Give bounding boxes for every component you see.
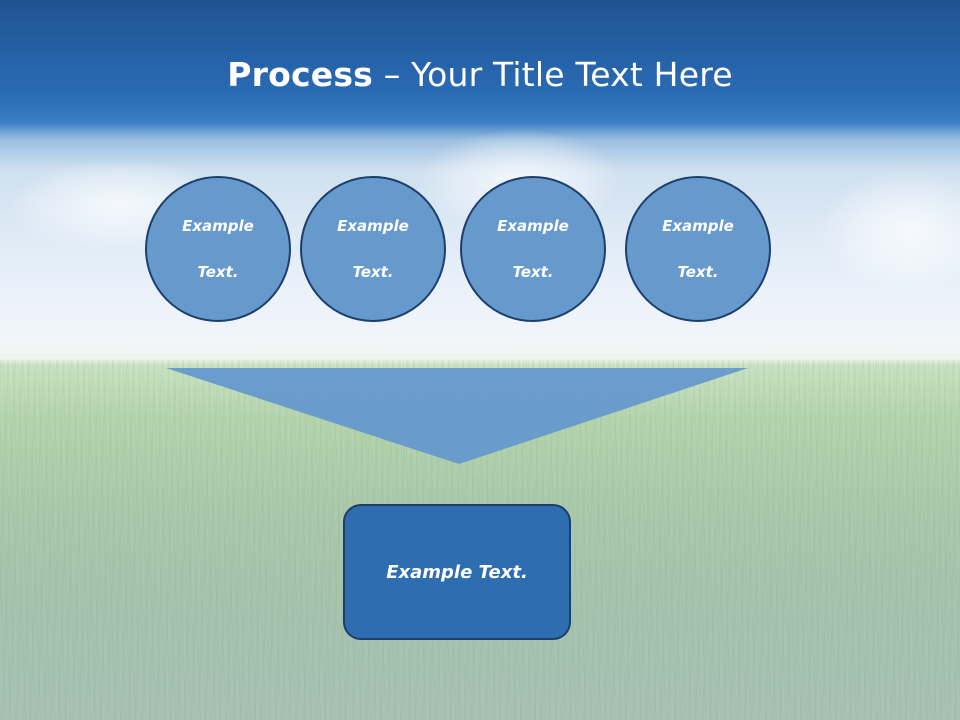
circle-2-line1: Example xyxy=(337,216,409,235)
result-box: Example Text. xyxy=(343,504,571,640)
title-bold: Process xyxy=(227,55,374,94)
circle-1-line2: Text. xyxy=(197,262,239,281)
cloud-right xyxy=(820,170,960,290)
result-box-label: Example Text. xyxy=(386,561,528,583)
circle-1-line1: Example xyxy=(182,216,254,235)
circle-4-line2: Text. xyxy=(677,262,719,281)
circle-3-line2: Text. xyxy=(512,262,554,281)
circle-2-line2: Text. xyxy=(352,262,394,281)
circle-4-line1: Example xyxy=(662,216,734,235)
circle-3-line1: Example xyxy=(497,216,569,235)
title-rest: – Your Title Text Here xyxy=(373,55,733,94)
slide-title: Process – Your Title Text Here xyxy=(0,52,960,98)
